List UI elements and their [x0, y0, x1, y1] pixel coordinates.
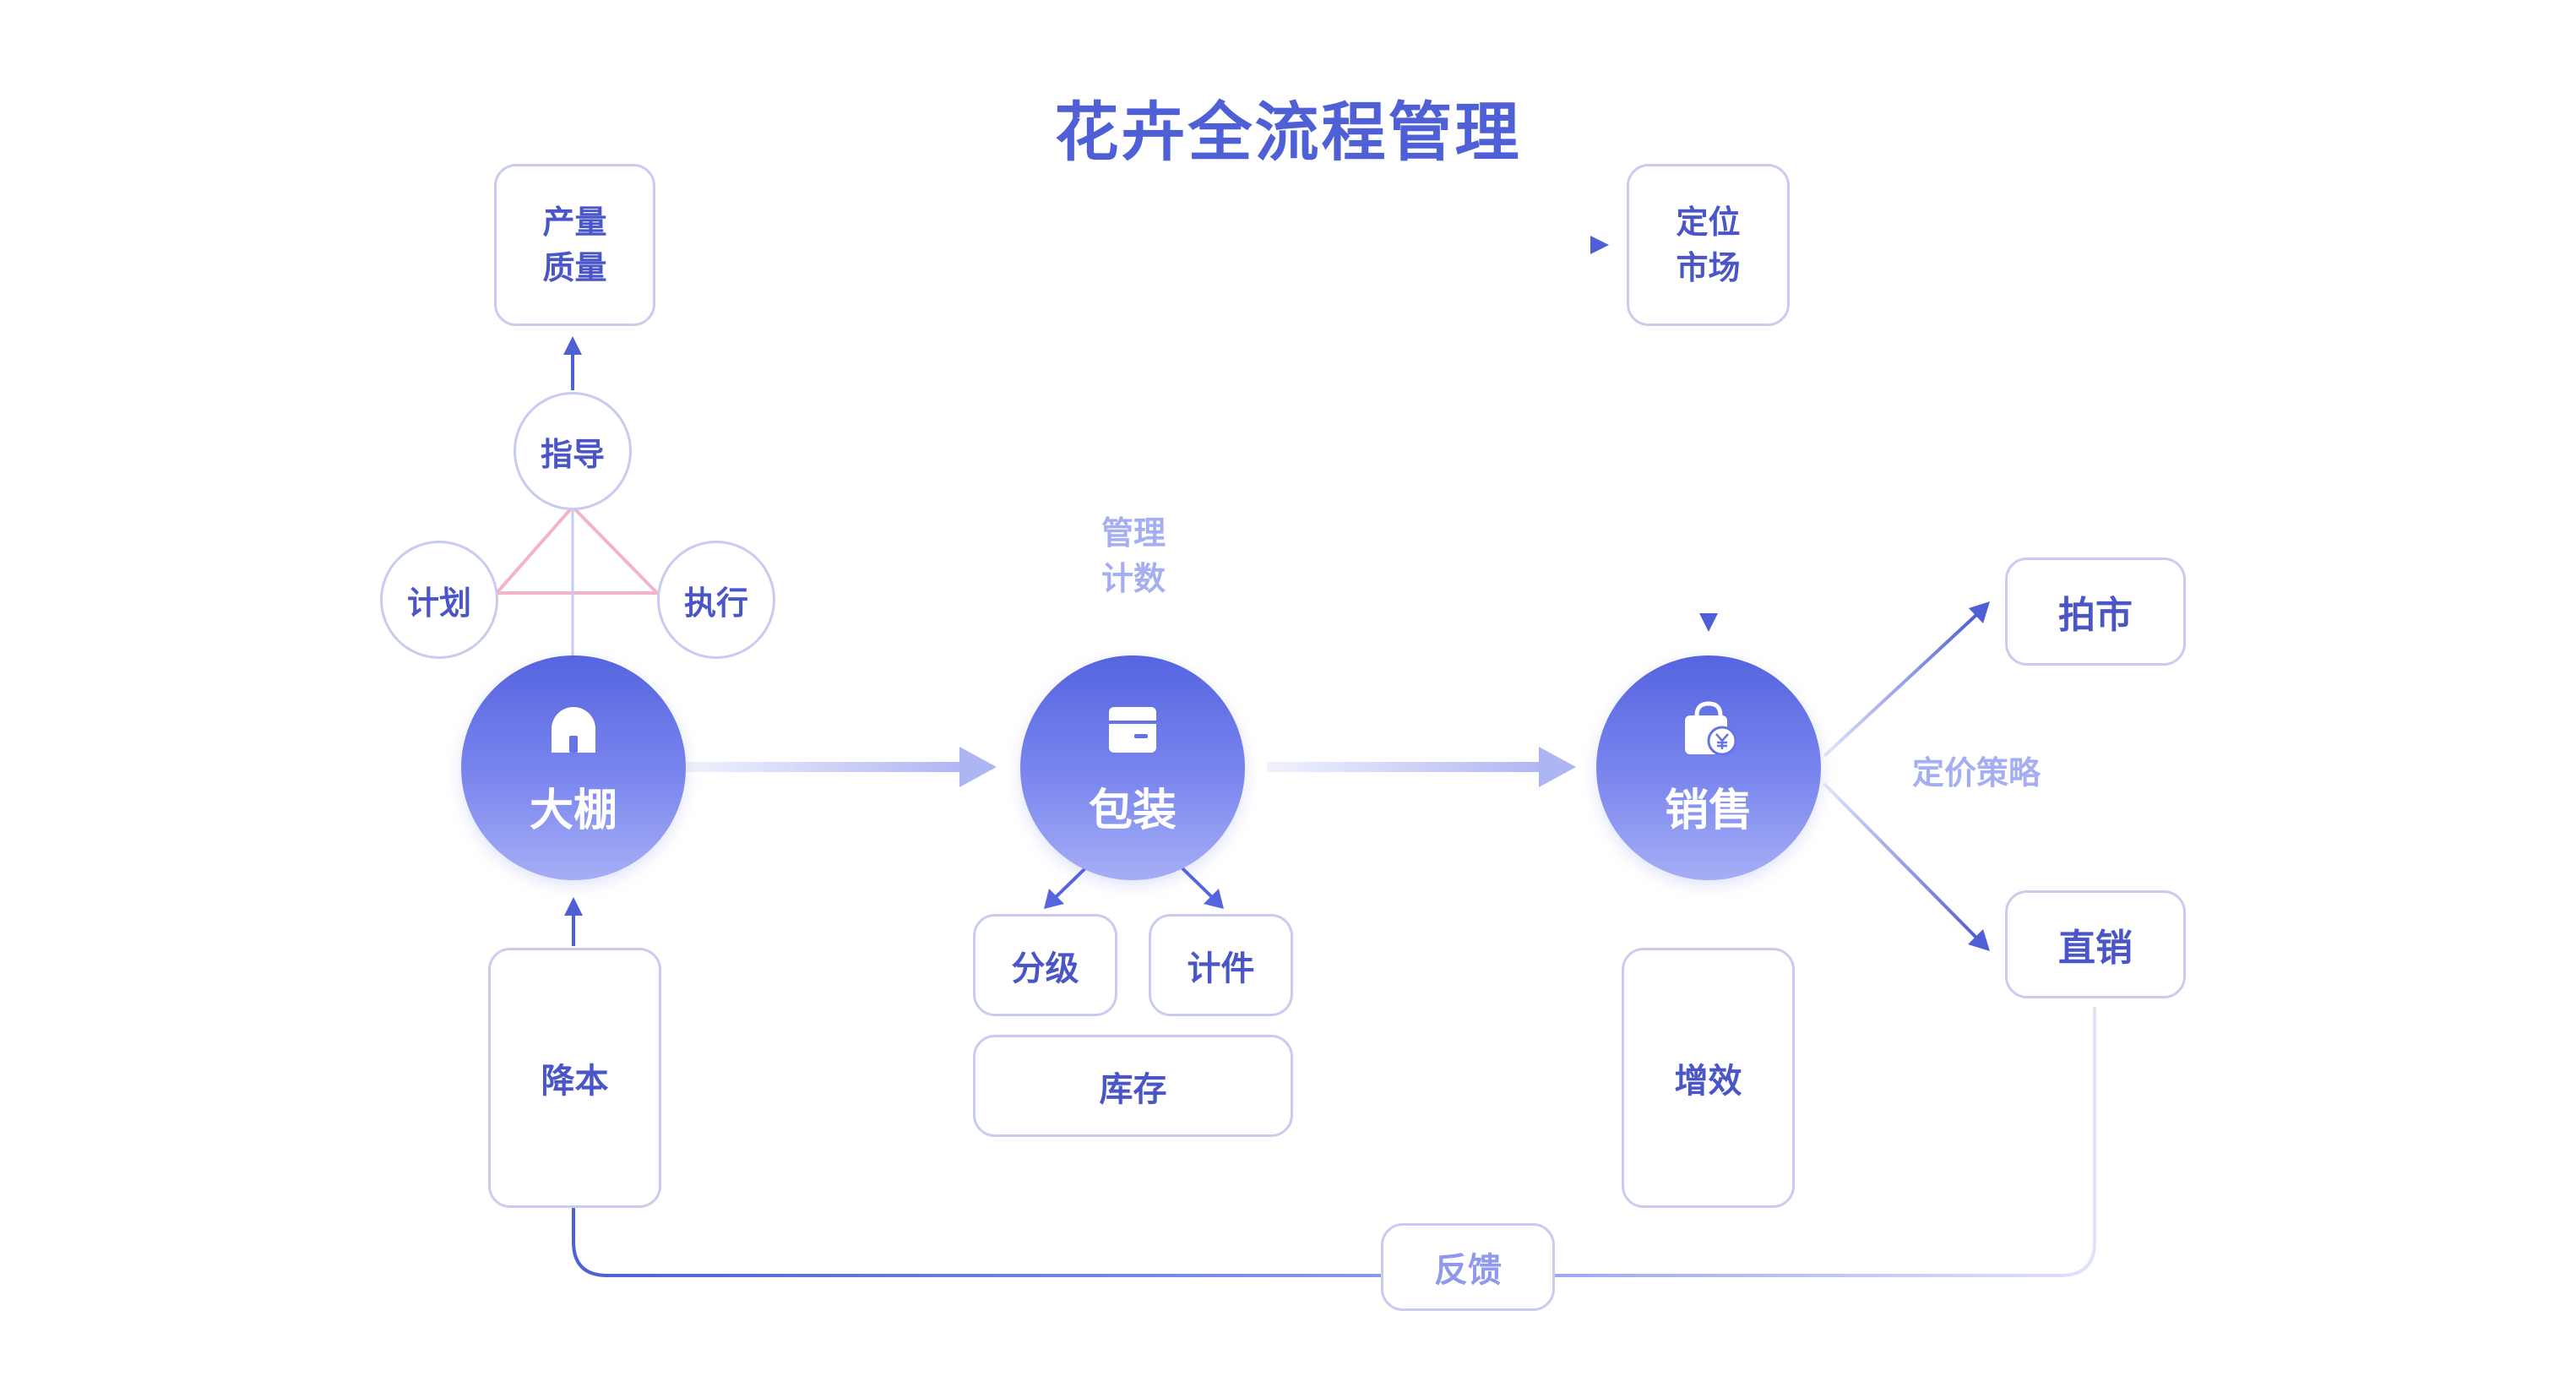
- inventory-label: 库存: [1099, 1069, 1167, 1109]
- plan-circle: 计划: [380, 541, 498, 659]
- auction-box: 拍市: [2005, 558, 2186, 666]
- management-count-line1: 管理: [1101, 514, 1166, 552]
- management-count-note: 管理 计数: [1066, 510, 1201, 601]
- direct-sales-box: 直销: [2005, 890, 2186, 998]
- guide-circle: 指导: [514, 392, 632, 510]
- feedback-label: 反馈: [1434, 1251, 1502, 1290]
- page-title: 花卉全流程管理: [1054, 95, 1522, 170]
- plan-guide-execute-triangle: [492, 504, 661, 595]
- arrow-sales-to-direct: [1823, 782, 1978, 939]
- arrowhead-icon: [1044, 889, 1064, 909]
- arrow-packaging-to-grading: [1054, 867, 1087, 899]
- position-market-box: 定位 市场: [1627, 164, 1790, 326]
- arrowhead-icon: [1204, 889, 1224, 909]
- auction-label: 拍市: [2058, 594, 2133, 637]
- feedback-loop-line: [572, 1007, 2096, 1277]
- piece-count-label: 计件: [1187, 949, 1255, 988]
- greenhouse-label: 大棚: [529, 785, 617, 836]
- arrowhead-icon: [959, 747, 997, 787]
- plan-label: 计划: [406, 584, 471, 622]
- execute-circle: 执行: [657, 541, 775, 659]
- output-quality-line2: 质量: [542, 249, 607, 286]
- arrow-sales-to-auction: [1823, 613, 1978, 758]
- output-quality-box: 产量 质量: [494, 164, 655, 326]
- efficiency-box: 增效: [1622, 948, 1795, 1208]
- feedback-box: 反馈: [1381, 1223, 1555, 1311]
- output-quality-line1: 产量: [542, 204, 607, 241]
- sales-hub: 销售: [1596, 655, 1821, 880]
- grading-label: 分级: [1011, 949, 1079, 988]
- greenhouse-icon: [543, 699, 604, 759]
- arrowhead-icon: [1699, 613, 1718, 632]
- arrowhead-icon: [1969, 601, 1990, 623]
- arrowhead-icon: [1539, 747, 1576, 787]
- inventory-box: 库存: [973, 1035, 1293, 1137]
- packaging-label: 包装: [1088, 785, 1177, 836]
- guide-label: 指导: [540, 435, 605, 473]
- piece-count-box: 计件: [1149, 914, 1293, 1016]
- arrowhead-icon: [564, 897, 583, 916]
- pricing-strategy-label: 定价策略: [1911, 754, 2041, 791]
- execute-label: 执行: [683, 584, 748, 622]
- arrow-packaging-to-sales: [1267, 762, 1546, 772]
- management-count-line2: 计数: [1101, 560, 1166, 597]
- efficiency-label: 增效: [1674, 1062, 1742, 1101]
- arrow-greenhouse-to-packaging: [686, 762, 965, 772]
- packaging-hub: 包装: [1020, 655, 1245, 880]
- arrowhead-icon: [1968, 929, 1990, 951]
- shopping-bag-yen-icon: [1678, 699, 1739, 759]
- arrowhead-icon: [563, 336, 582, 355]
- sales-label: 销售: [1664, 785, 1753, 836]
- pricing-strategy-note: 定价策略: [1892, 750, 2061, 796]
- direct-sales-label: 直销: [2058, 927, 2133, 970]
- grading-box: 分级: [973, 914, 1117, 1016]
- package-box-icon: [1102, 699, 1163, 759]
- greenhouse-hub: 大棚: [461, 655, 686, 880]
- arrow-packaging-to-piece-count: [1181, 867, 1214, 899]
- position-market-line1: 定位: [1676, 204, 1741, 241]
- cost-reduction-label: 降本: [541, 1062, 609, 1101]
- arrowhead-icon: [1590, 236, 1609, 254]
- position-market-line2: 市场: [1676, 249, 1741, 286]
- cost-reduction-box: 降本: [488, 948, 661, 1208]
